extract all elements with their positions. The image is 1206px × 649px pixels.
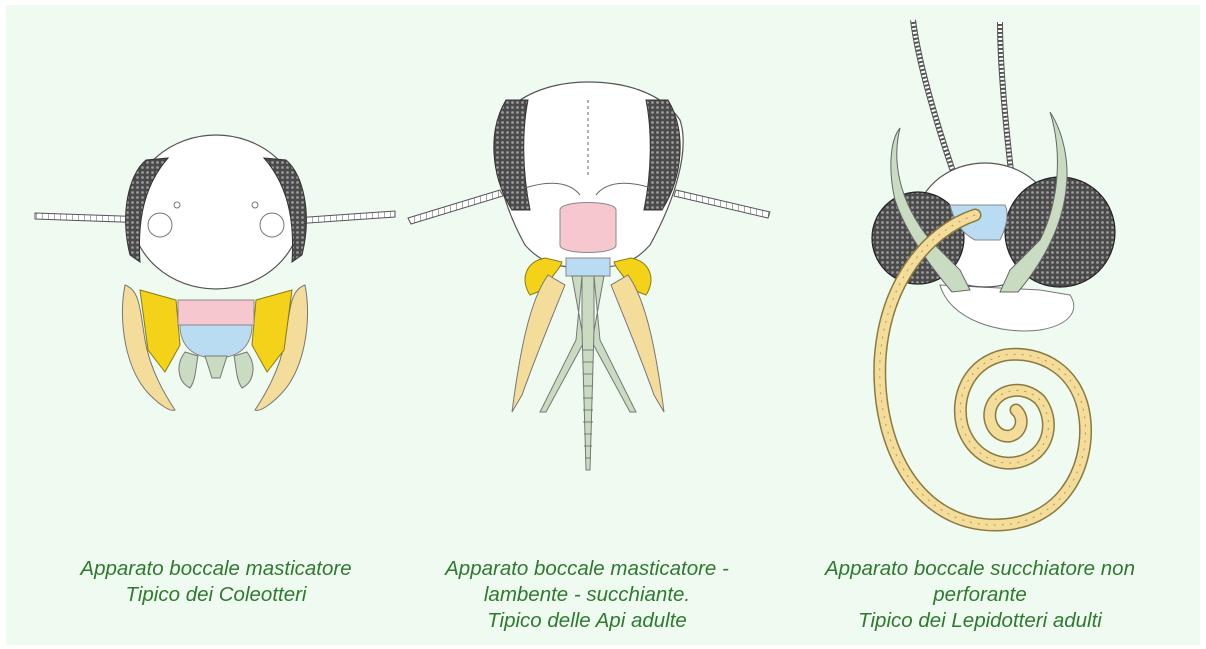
caption-line: Apparato boccale masticatore - [402,556,772,582]
bee-labium [566,258,610,276]
beetle-labrum [178,300,254,325]
bee-head-drawing [408,82,770,470]
caption-lepidotteri: Apparato boccale succhiatore non perfora… [780,556,1180,634]
bee-antenna-right [674,190,770,218]
caption-line: Apparato boccale succhiatore non [780,556,1180,582]
bee-antenna-left [408,190,503,224]
caption-line: Tipico dei Lepidotteri adulti [780,608,1180,634]
caption-line: Tipico delle Api adulte [402,608,772,634]
bee-glossa [582,276,594,470]
caption-line: lambente - succhiante. [402,582,772,608]
caption-coleotteri: Apparato boccale masticatore Tipico dei … [36,556,396,608]
beetle-head-drawing [35,135,395,410]
beetle-head-capsule [131,135,301,289]
caption-line: Tipico dei Coleotteri [36,582,396,608]
bee-labrum [560,203,616,253]
butterfly-head-drawing [872,20,1115,525]
caption-line: Apparato boccale masticatore [36,556,396,582]
caption-line: perforante [780,582,1180,608]
caption-api: Apparato boccale masticatore - lambente … [402,556,772,634]
beetle-labium [180,325,252,358]
